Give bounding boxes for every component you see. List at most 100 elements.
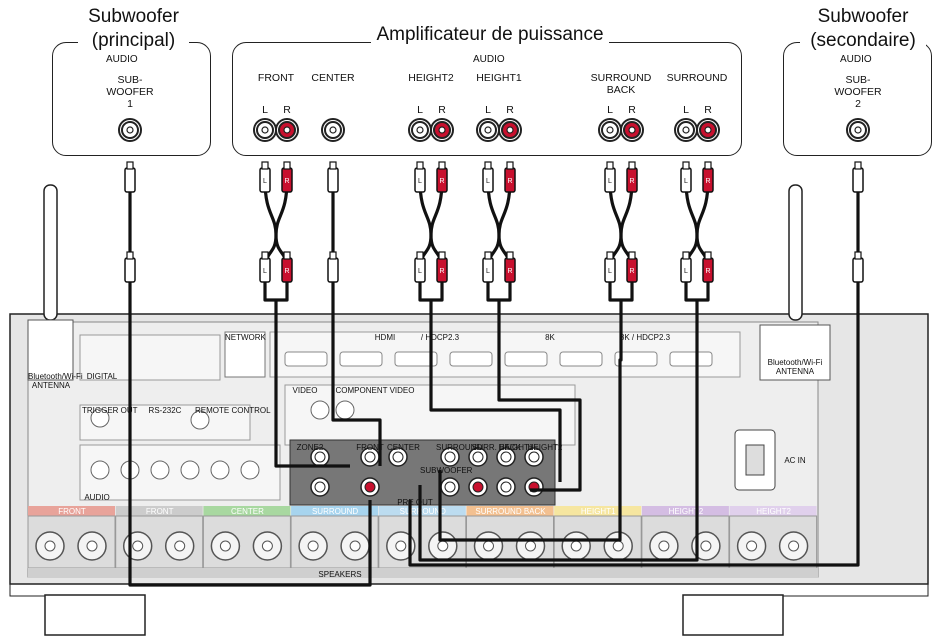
- power-amplifier-title: Amplificateur de puissance: [371, 24, 609, 45]
- pre-out-center-label: CENTER: [387, 443, 420, 452]
- rca-plug-tip: [606, 161, 614, 170]
- rca-plug-tip: [628, 251, 636, 260]
- y-bridge: [684, 282, 710, 302]
- speaker-group-band: [291, 506, 379, 516]
- rca-plug-tip: [682, 251, 690, 260]
- subwoofer-second-jack-pin: [854, 126, 862, 134]
- subwoofer-main-jack-label-3: 1: [127, 98, 133, 110]
- amp-jack-pin: [506, 126, 514, 134]
- hdmi-port: [284, 351, 328, 367]
- amp-channel-label: HEIGHT1: [476, 72, 522, 84]
- pre-out-jack-ring: [528, 451, 540, 463]
- rca-plug-tip: [704, 251, 712, 260]
- amp-lr-label: L: [683, 104, 689, 116]
- sub2-cable: [408, 282, 860, 567]
- speaker-group-label: SURROUND: [312, 507, 358, 516]
- rca-plug-tip: [484, 161, 492, 170]
- amp-audio-label: AUDIO: [470, 54, 508, 65]
- rca-plug: [327, 167, 339, 193]
- pre-out-height1-label: HEIGHT1: [498, 443, 534, 452]
- subwoofer-second-jack-label-3: 2: [855, 98, 861, 110]
- input-jack: [90, 460, 110, 480]
- rca-plug-tip: [484, 251, 492, 260]
- y-bridge: [418, 282, 444, 302]
- subwoofer-second-jack-label-2: WOOFER: [834, 86, 882, 98]
- zone2-label: ZONE2: [296, 443, 324, 452]
- rca-plug-tip: [506, 161, 514, 170]
- subwoofer-main-audio-label: AUDIO: [103, 54, 141, 65]
- video-label: VIDEO: [292, 386, 318, 395]
- antenna-right-label: Bluetooth/Wi-Fi: [767, 358, 823, 367]
- subwoofer-second-title: Subwoofer: [817, 6, 909, 27]
- amp-channel-label-2: BACK: [606, 84, 636, 96]
- network-port: [224, 331, 266, 378]
- rca-plug-tip: [283, 251, 291, 260]
- rca-plug-tip: [283, 161, 291, 170]
- subwoofer-main-subtitle: (principal): [78, 30, 189, 51]
- speaker-group-label: SURROUND: [400, 507, 446, 516]
- speaker-terminal-center: [746, 540, 758, 552]
- speaker-group-band: [729, 506, 817, 516]
- amp-lr-label: L: [607, 104, 613, 116]
- speaker-group-label: HEIGHT1: [581, 507, 616, 516]
- hdmi-port: [449, 351, 493, 367]
- rca-plug-tip: [854, 161, 862, 170]
- subwoofer-main-jack-label-1: SUB-: [117, 74, 143, 86]
- rca-plug-tag: R: [507, 178, 512, 185]
- y-bridge: [608, 282, 634, 302]
- subwoofer-second-audio-label: AUDIO: [837, 54, 875, 65]
- rca-plug-tip: [126, 251, 134, 260]
- speaker-terminal-center: [570, 540, 582, 552]
- center-cable: [331, 282, 382, 466]
- input-jack: [335, 400, 355, 420]
- amp-jack-pin: [704, 126, 712, 134]
- speaker-group-label: HEIGHT2: [669, 507, 704, 516]
- amp-channel-label: CENTER: [311, 72, 355, 84]
- pre-out-height2-label: HEIGHT2: [527, 443, 563, 452]
- amp-channel-label: FRONT: [257, 72, 295, 84]
- rca-plug-tag: R: [284, 178, 289, 185]
- amp-jack-pin: [261, 126, 269, 134]
- speaker-terminal-center: [261, 540, 273, 552]
- hdmi-port: [559, 351, 603, 367]
- rca-plug-tip: [329, 161, 337, 170]
- pre-out-subwoofer-label: SUBWOOFER: [420, 466, 473, 475]
- amp-lr-label: R: [506, 104, 514, 116]
- pre-out-jack-ring: [472, 481, 484, 493]
- amp-lr-label: L: [262, 104, 268, 116]
- pre-out-jack-ring: [392, 451, 404, 463]
- speaker-group-label: FRONT: [58, 507, 86, 516]
- hdcp-label: / HDCP2.3: [420, 333, 460, 342]
- speaker-terminal-center: [132, 540, 144, 552]
- pre-out-jack-ring: [364, 451, 376, 463]
- rca-plug-tip: [126, 161, 134, 170]
- hdmi-port: [504, 351, 548, 367]
- speaker-terminal-center: [44, 540, 56, 552]
- antenna-left-icon: [27, 184, 74, 381]
- pre-out-jack-ring: [364, 481, 376, 493]
- pre-out-jack-ring: [314, 451, 326, 463]
- amp-jack-pin: [682, 126, 690, 134]
- surround-cable: [418, 300, 699, 562]
- trigger-out-label: TRIGGER OUT: [82, 406, 138, 415]
- pre-out-surround-label: SURROUND: [436, 443, 483, 452]
- rca-plug-tip: [438, 251, 446, 260]
- speaker-group-band: [378, 506, 466, 516]
- remote-control-label: REMOTE CONTROL: [195, 406, 271, 415]
- rca-plug-tip: [628, 161, 636, 170]
- pre-out-jack-ring: [500, 481, 512, 493]
- amp-lr-label: L: [485, 104, 491, 116]
- speaker-group-band: [203, 506, 291, 516]
- speaker-terminal-center: [174, 540, 186, 552]
- rca-plug-tag: R: [507, 268, 512, 275]
- sb-cable: [438, 300, 623, 542]
- input-jack: [210, 460, 230, 480]
- rca-plug-tip: [438, 161, 446, 170]
- antenna-left-label: ANTENNA: [31, 381, 71, 390]
- sub1-cable: [128, 282, 372, 587]
- amp-jack-pin: [416, 126, 424, 134]
- rca-plug-tip: [261, 161, 269, 170]
- amp-jack-pin: [283, 126, 291, 134]
- input-jack: [180, 460, 200, 480]
- rca-plug-tag: R: [629, 268, 634, 275]
